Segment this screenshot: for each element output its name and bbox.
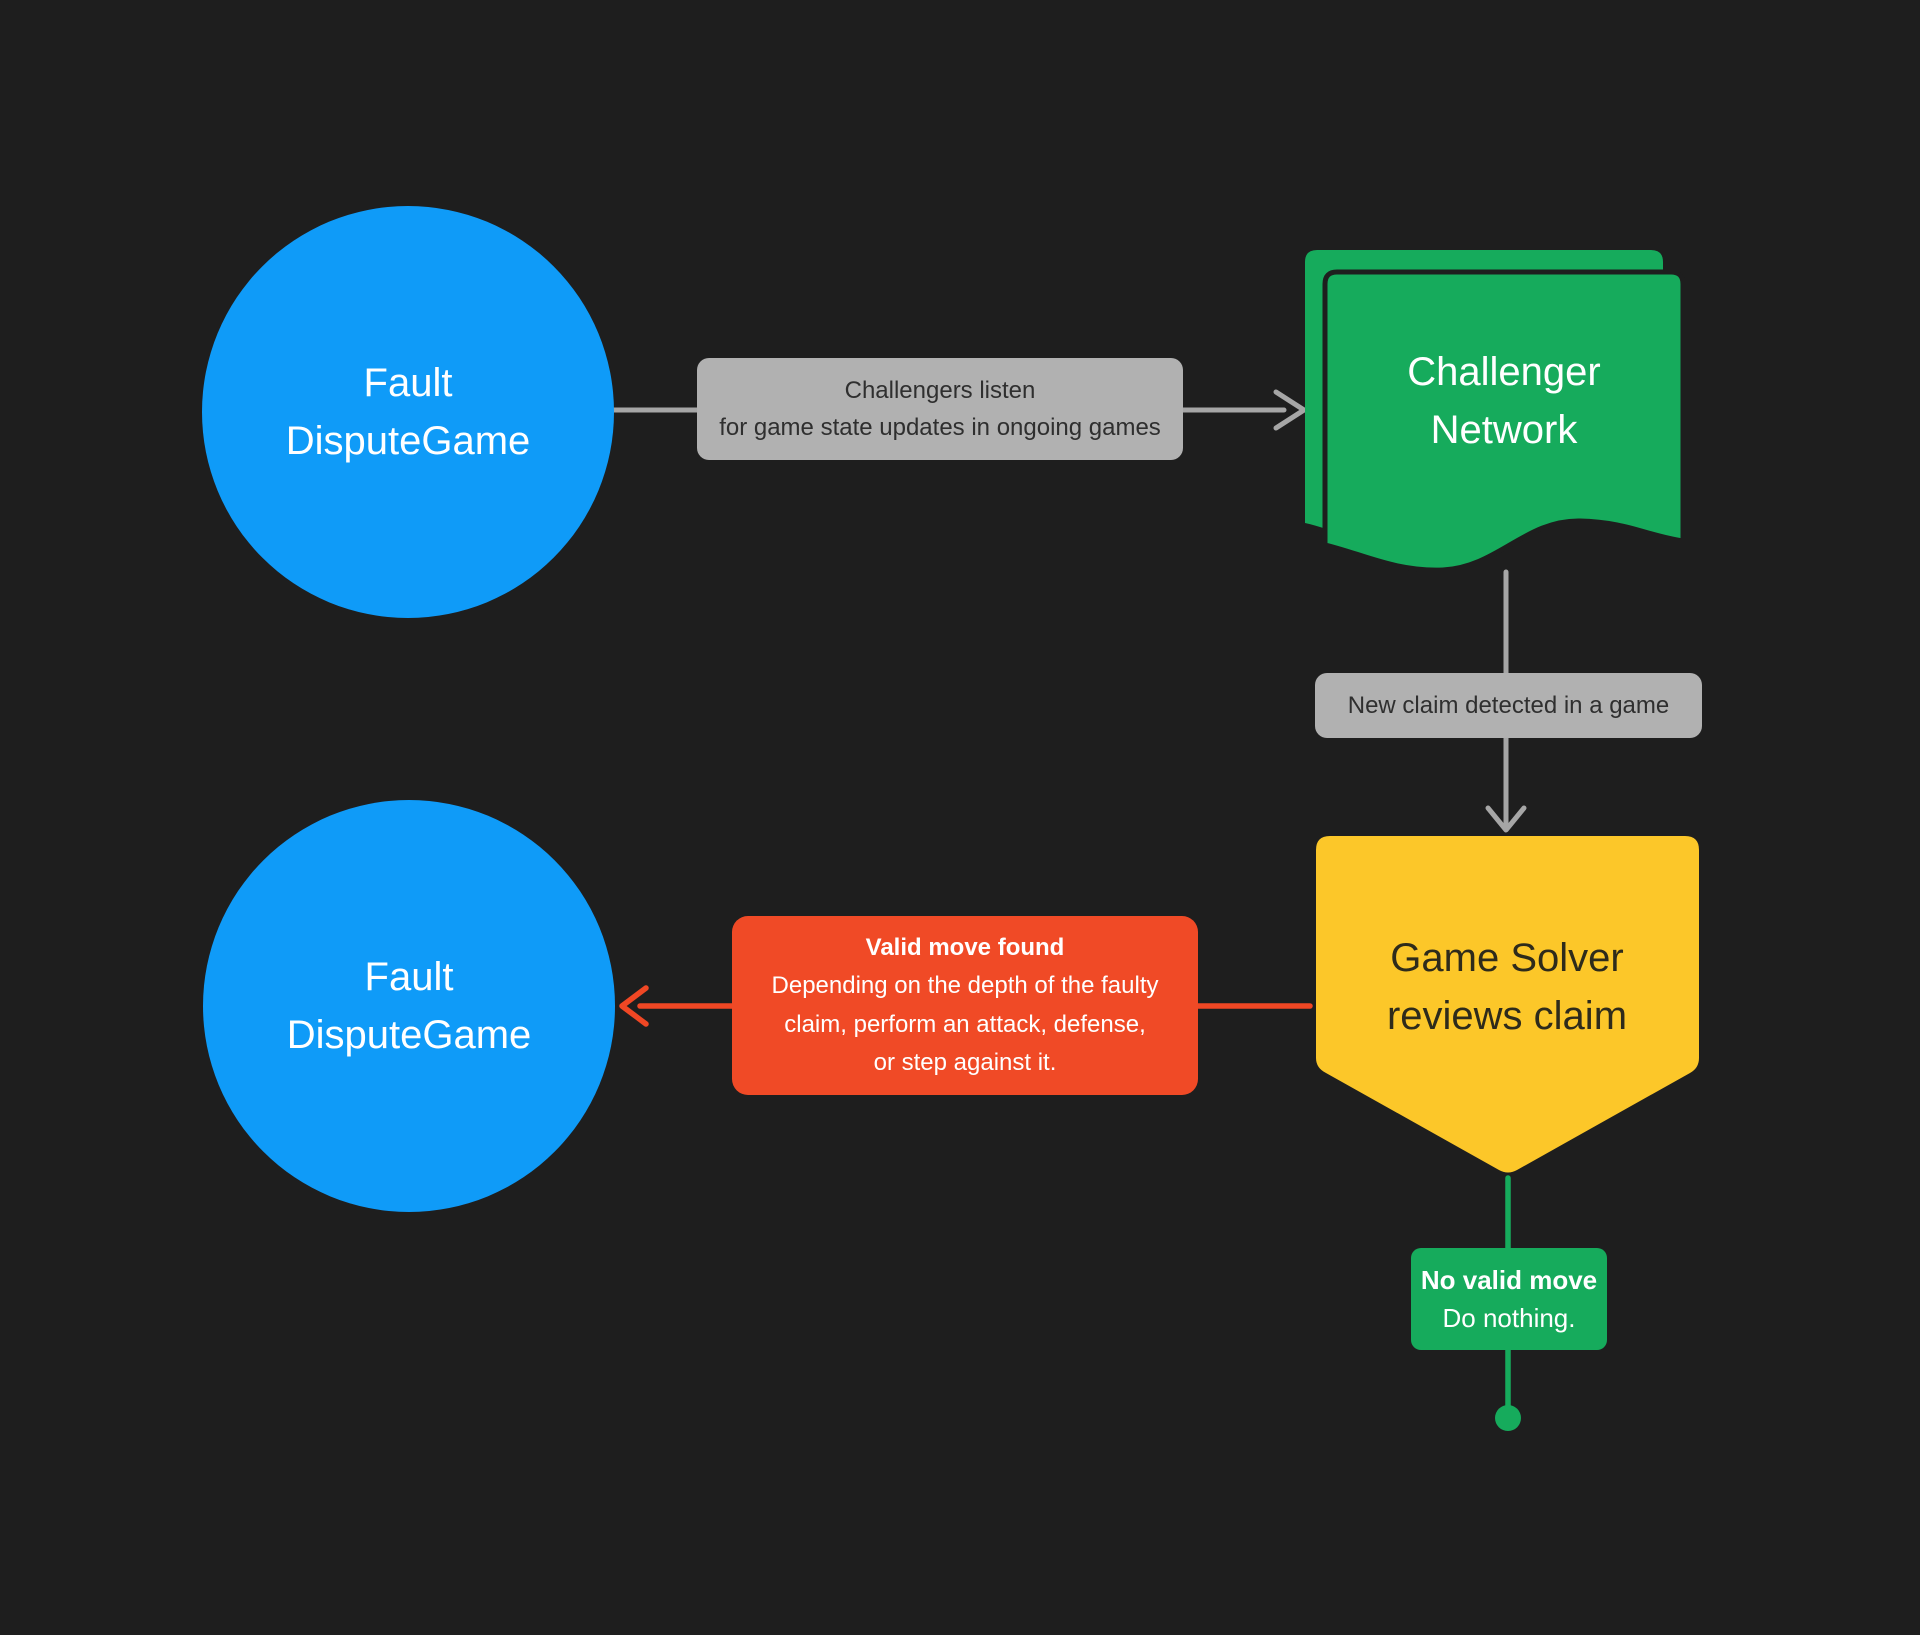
arrowhead-down-icon — [1485, 805, 1527, 833]
node-fault-dispute-game-bottom: Fault DisputeGame — [203, 800, 615, 1212]
arrowhead-left-icon — [619, 985, 649, 1027]
node-label-line: Fault — [364, 955, 454, 999]
node-label-line: DisputeGame — [286, 1013, 532, 1057]
node-label-line: DisputeGame — [285, 419, 531, 463]
callout-valid-move: Valid move found Depending on the depth … — [732, 916, 1198, 1095]
challenger-network-shape — [1322, 269, 1686, 573]
callout-no-valid-move: No valid move Do nothing. — [1411, 1248, 1607, 1350]
label-line: New claim detected in a game — [1347, 692, 1670, 719]
callout-title: Valid move found — [865, 933, 1065, 961]
node-fault-dispute-game-top: Fault DisputeGame — [202, 206, 614, 618]
node-label-line: Fault — [363, 361, 453, 405]
label-new-claim-detected: New claim detected in a game — [1315, 673, 1702, 738]
callout-line: or step against it. — [873, 1049, 1057, 1076]
callout-line: claim, perform an attack, defense, — [784, 1010, 1146, 1038]
label-challengers-listen: Challengers listen for game state update… — [697, 358, 1183, 460]
arrowhead-right-icon — [1273, 389, 1307, 431]
callout-title: No valid move — [1420, 1265, 1598, 1295]
game-solver-shape — [1316, 836, 1699, 1173]
callout-line: Do nothing. — [1442, 1303, 1576, 1333]
label-line: for game state updates in ongoing games — [719, 414, 1161, 441]
flow-end-dot — [1495, 1405, 1521, 1431]
label-line: Challengers listen — [844, 377, 1036, 404]
callout-line: Depending on the depth of the faulty — [771, 972, 1159, 999]
